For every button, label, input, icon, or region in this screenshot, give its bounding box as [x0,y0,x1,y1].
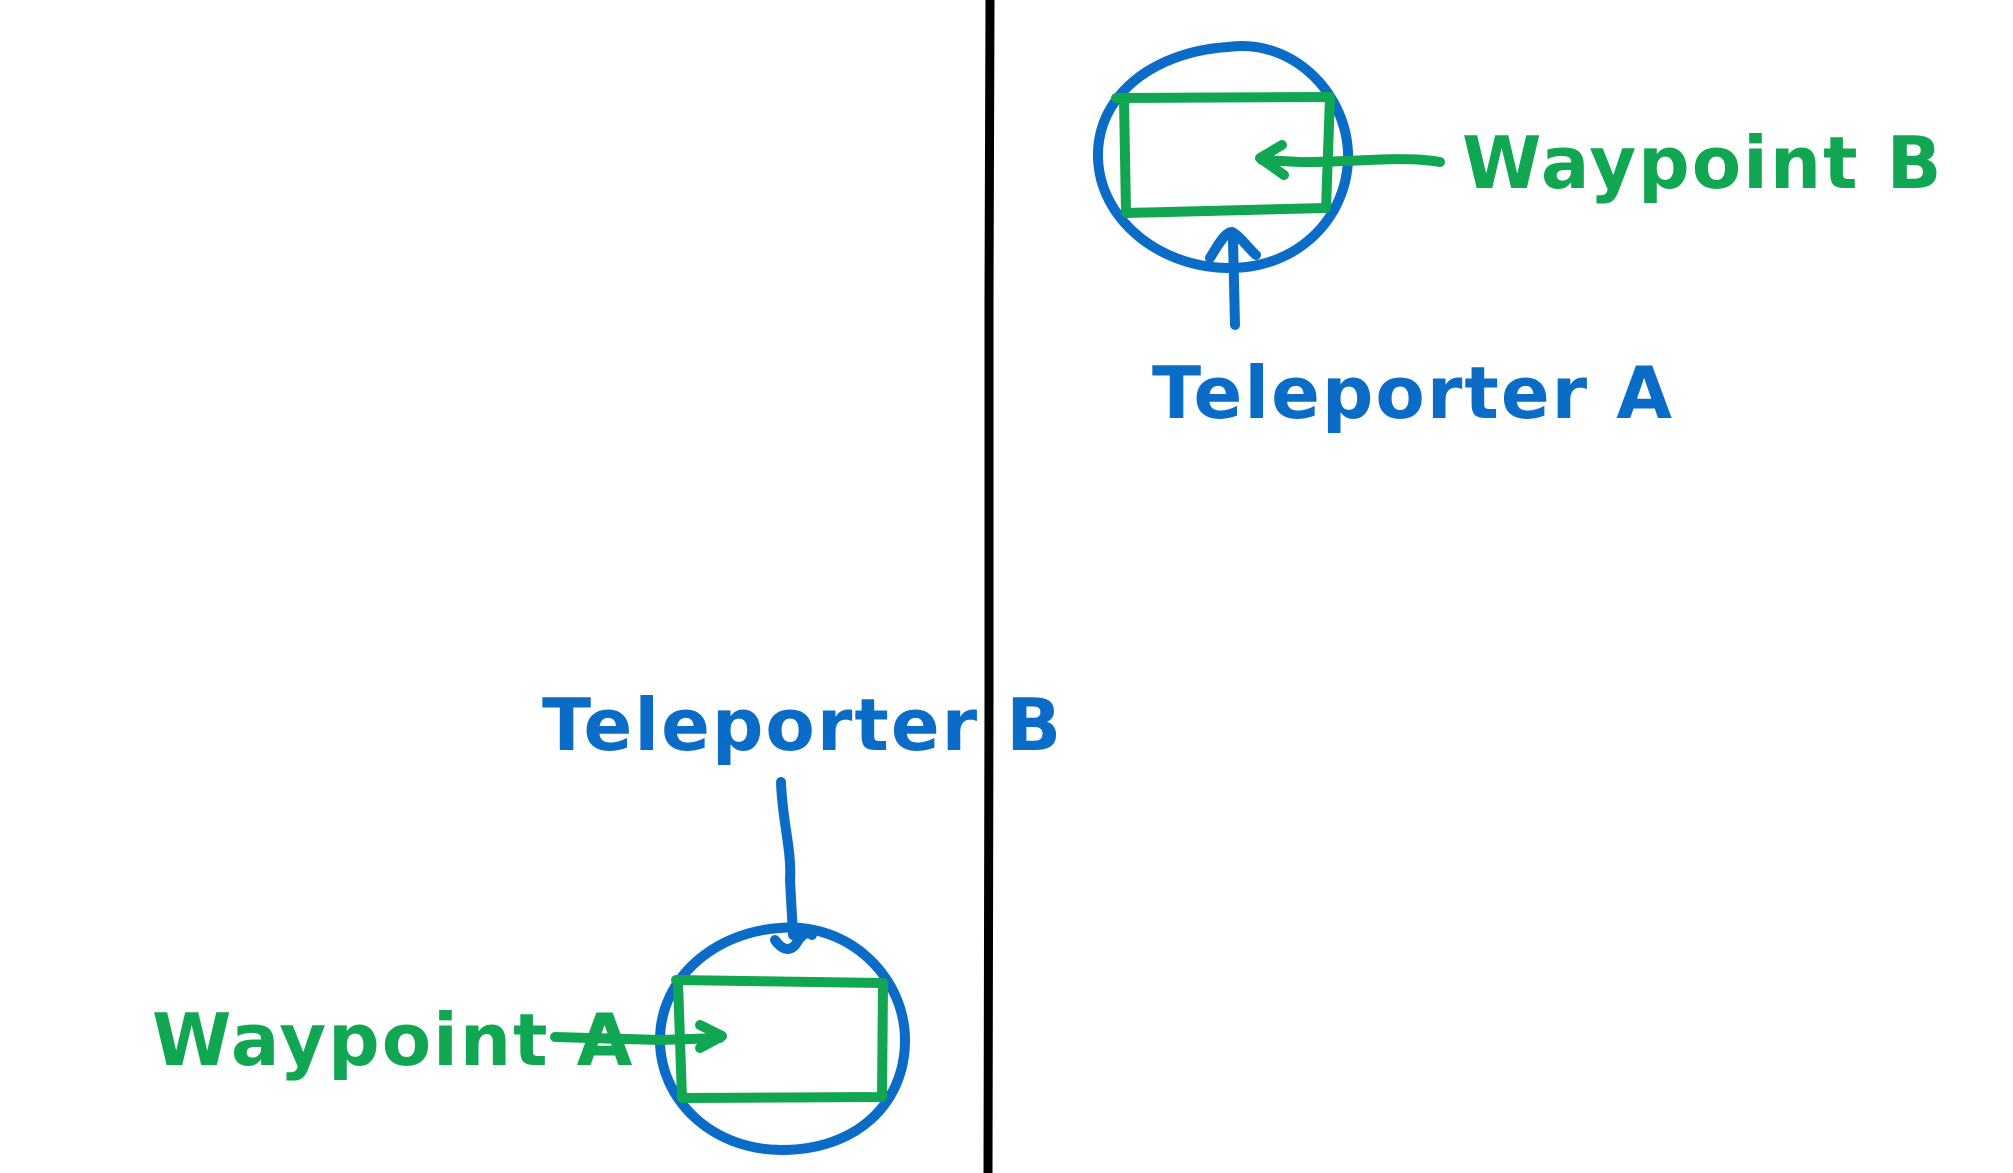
divider-line [983,0,995,1173]
teleporter-b-group [550,777,910,1155]
teleporter-a-label: Teleporter A [1152,351,1674,435]
waypoint-b-arrowhead [1255,140,1289,180]
teleporter-a-arrowhead [1205,227,1261,263]
waypoint-b-label: Waypoint B [1462,121,1943,205]
waypoint-b-rect [1111,92,1335,218]
teleporter-b-label: Teleporter B [542,683,1063,767]
waypoint-a-rect [671,975,888,1103]
waypoint-b-arrow [1257,154,1445,168]
teleporter-b-arrowhead [770,928,817,954]
waypoint-a-arrowhead [695,1020,727,1053]
teleporter-b-arrow [776,777,798,940]
teleporter-a-group [1092,41,1445,330]
waypoint-a-arrow [550,1032,725,1045]
waypoint-a-label: Waypoint A [152,998,634,1082]
teleporter-a-arrow [1228,235,1240,330]
